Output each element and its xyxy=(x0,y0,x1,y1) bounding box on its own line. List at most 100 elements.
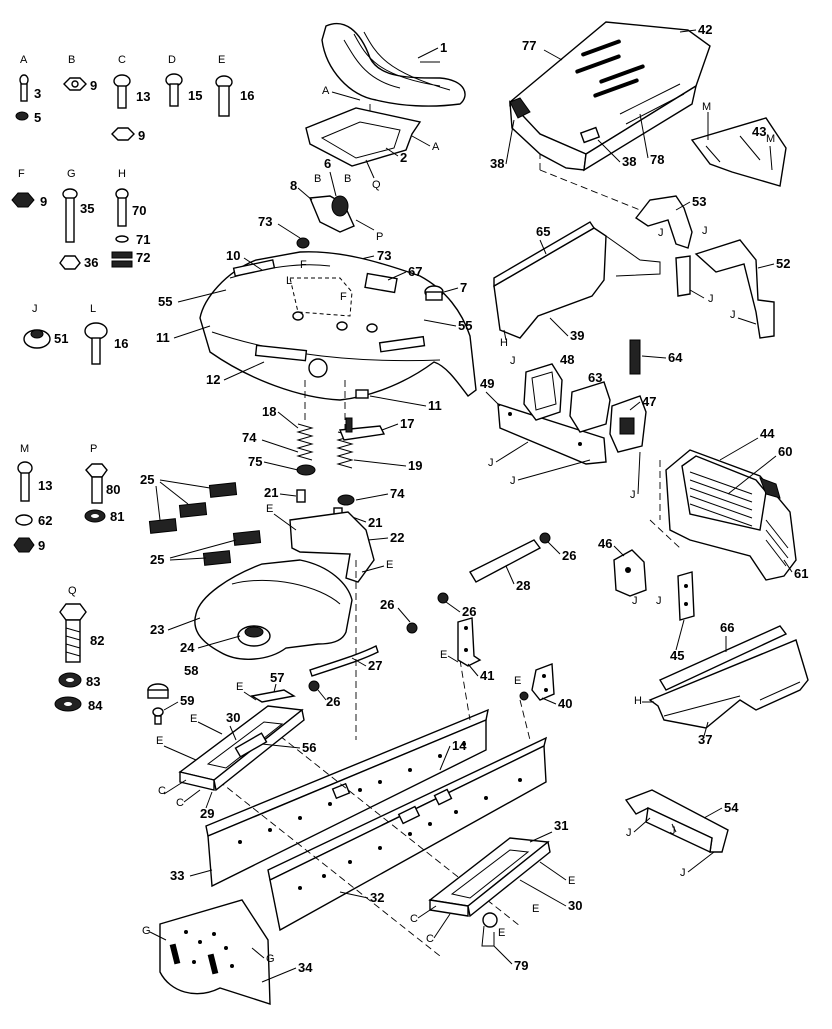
key-81: 81 xyxy=(110,509,124,524)
seat-bracket-22-part xyxy=(289,511,375,583)
frame-rail-32-part xyxy=(269,744,547,932)
callout-12: 12 xyxy=(206,372,220,387)
callout-8: 8 xyxy=(290,178,297,193)
callout-75: 75 xyxy=(248,454,262,469)
spring-knob-icon xyxy=(331,195,349,217)
bolt-16-icon xyxy=(84,322,108,365)
bolt-3-icon xyxy=(19,74,29,102)
callout-26c: 26 xyxy=(326,694,340,709)
key-16b: 16 xyxy=(114,336,128,351)
callout-17: 17 xyxy=(400,416,414,431)
bolt-35-icon xyxy=(62,188,78,243)
key-letter-p: P xyxy=(90,443,97,455)
callout-56: 56 xyxy=(302,740,316,755)
callout-54: 54 xyxy=(724,800,739,815)
bracket-40-part xyxy=(531,663,555,701)
letter-j1: J xyxy=(658,227,664,239)
screw-16-icon xyxy=(215,75,233,117)
callout-41: 41 xyxy=(480,668,494,683)
callout-67: 67 xyxy=(408,264,422,279)
bracket-52-part xyxy=(694,239,775,339)
callout-37: 37 xyxy=(698,732,712,747)
nut-9-icon-d xyxy=(13,537,35,553)
letter-q1: Q xyxy=(372,179,381,191)
key-letter-e: E xyxy=(218,54,225,66)
key-15: 15 xyxy=(188,88,202,103)
washer-71-icon xyxy=(115,235,129,243)
letter-e8: E xyxy=(498,927,505,939)
fuel-tank-part xyxy=(194,559,353,660)
nut-9-icon-c xyxy=(11,192,35,208)
callout-21a: 21 xyxy=(264,485,278,500)
letter-f2: F xyxy=(340,291,347,303)
callout-53: 53 xyxy=(692,194,706,209)
holder-48-part xyxy=(523,363,563,421)
letter-c3: C xyxy=(410,913,418,925)
stop-17-part xyxy=(339,417,386,441)
trim-65-part xyxy=(493,221,595,288)
dash-panel-39-part xyxy=(493,227,607,339)
key-9c: 9 xyxy=(40,194,47,209)
nut-9-icon-b xyxy=(111,127,135,141)
bracket-45-part xyxy=(677,571,695,621)
key-16a: 16 xyxy=(240,88,254,103)
callout-52: 52 xyxy=(776,256,790,271)
letter-g2: G xyxy=(266,953,275,965)
callout-42: 42 xyxy=(698,22,712,37)
pad-icon-5 xyxy=(202,550,232,566)
callout-2: 2 xyxy=(400,150,407,165)
callout-26a: 26 xyxy=(380,597,394,612)
letter-c1: C xyxy=(158,785,166,797)
callout-65: 65 xyxy=(536,224,550,239)
letter-b1: B xyxy=(314,173,321,185)
letter-m2: M xyxy=(766,133,775,145)
fender-slot-icon xyxy=(254,344,308,362)
key-letter-q: Q xyxy=(68,585,77,597)
callout-58: 58 xyxy=(184,663,198,678)
letter-j4: J xyxy=(730,309,736,321)
letter-e2: E xyxy=(386,559,393,571)
letter-j5: J xyxy=(488,457,494,469)
seat-part xyxy=(321,22,466,107)
fuel-filter-28-part xyxy=(469,539,542,583)
callout-27: 27 xyxy=(368,658,382,673)
letter-j6: J xyxy=(510,475,516,487)
screw-15-icon xyxy=(165,73,183,107)
key-3: 3 xyxy=(34,86,41,101)
letter-j7: J xyxy=(510,355,516,367)
hood-grille-icon xyxy=(575,39,645,98)
callout-22: 22 xyxy=(390,530,404,545)
key-13a: 13 xyxy=(136,89,150,104)
letter-a2: A xyxy=(432,141,440,153)
key-80: 80 xyxy=(106,482,120,497)
bushing-73a-icon xyxy=(296,237,310,249)
key-letter-j: J xyxy=(32,303,38,315)
callout-28: 28 xyxy=(516,578,530,593)
callout-73a: 73 xyxy=(258,214,272,229)
hood-front-part xyxy=(509,100,587,171)
callout-61: 61 xyxy=(794,566,808,581)
callout-48: 48 xyxy=(560,352,574,367)
callout-26d: 26 xyxy=(562,548,576,563)
bracket-52b-part xyxy=(675,255,691,297)
letter-b2: B xyxy=(344,173,351,185)
letter-e5: E xyxy=(156,735,163,747)
callout-47: 47 xyxy=(642,394,656,409)
console-bracket-assembly: 49 J J 48 J 63 47 J xyxy=(480,352,656,501)
bracket-53-part xyxy=(634,195,693,249)
washer-62-icon xyxy=(15,514,33,526)
callout-14: 14 xyxy=(452,738,467,753)
key-9b: 9 xyxy=(138,128,145,143)
key-letter-d: D xyxy=(168,54,176,66)
key-letter-g: G xyxy=(67,168,76,180)
callout-55b: 55 xyxy=(458,318,472,333)
callout-60: 60 xyxy=(778,444,792,459)
weight-bracket-assembly: 54 J J J xyxy=(624,789,739,879)
callout-21b: 21 xyxy=(368,515,382,530)
callout-64: 64 xyxy=(668,350,683,365)
callout-31: 31 xyxy=(554,818,568,833)
grommet-58-icon xyxy=(147,683,169,699)
callout-7: 7 xyxy=(460,280,467,295)
key-letter-l: L xyxy=(90,303,96,315)
